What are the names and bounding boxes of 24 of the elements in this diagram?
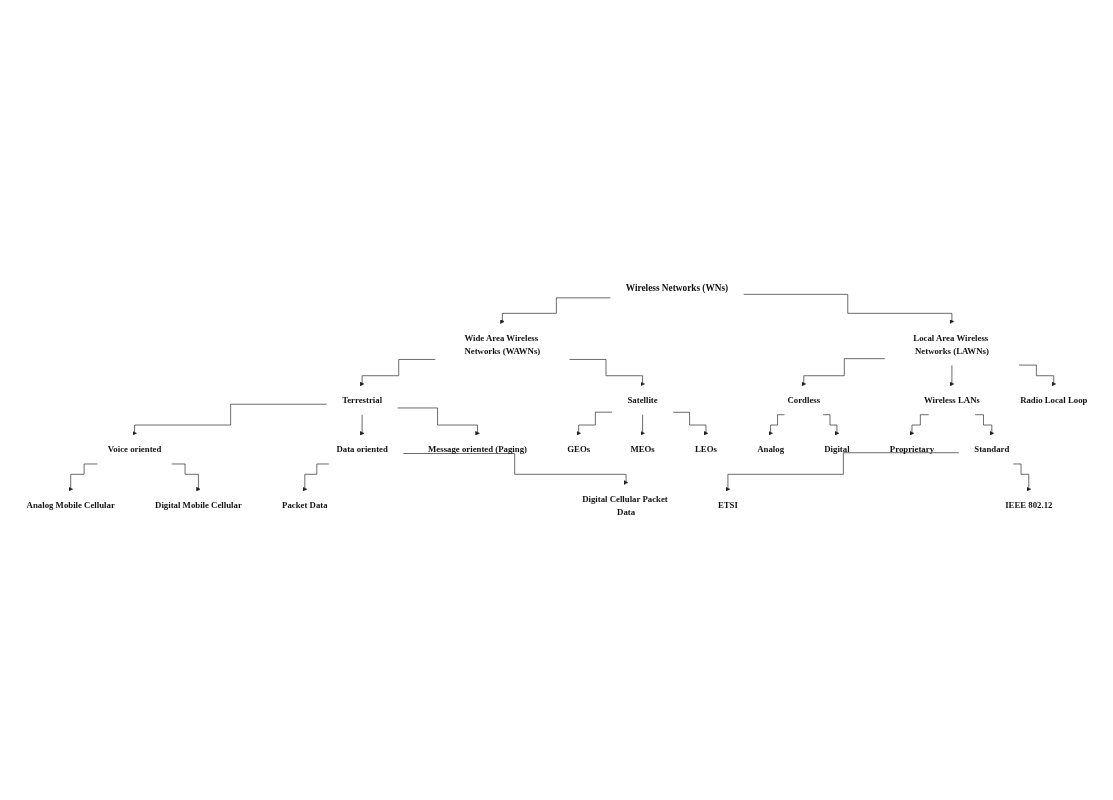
- node-text: LEOs: [694, 444, 717, 455]
- node-text: MEOs: [629, 444, 655, 455]
- node-text: Analog: [756, 444, 784, 455]
- node-text: Digital Mobile Cellular: [154, 500, 242, 511]
- node-text: Local Area Wireless Networks (LAWNs): [912, 332, 989, 356]
- node-text: Terrestrial: [341, 395, 382, 406]
- node-text: Analog Mobile Cellular: [26, 500, 115, 511]
- node-text: Wide Area Wireless Networks (WAWNs): [463, 332, 540, 356]
- node-text: Radio Local Loop: [1019, 395, 1087, 406]
- node-text: Proprietary: [889, 444, 934, 455]
- node-text: Digital: [823, 444, 850, 455]
- node-text: Wireless Networks (WNs): [625, 282, 728, 294]
- node-text: Message oriented (Paging): [427, 444, 527, 455]
- node-text: Wireless LANs: [923, 395, 980, 406]
- node-text: Cordless: [786, 395, 820, 406]
- node-text: Digital Cellular Packet Data: [581, 493, 668, 517]
- node-text: Voice oriented: [107, 444, 161, 455]
- node-text: Packet Data: [281, 500, 328, 511]
- node-text: ETSI: [717, 500, 738, 511]
- node-text: Data oriented: [335, 444, 388, 455]
- node-text: IEEE 802.12: [1004, 500, 1052, 511]
- node-text: Satellite: [626, 395, 658, 406]
- node-text: Standard: [973, 444, 1009, 455]
- node-text: GEOs: [566, 444, 590, 455]
